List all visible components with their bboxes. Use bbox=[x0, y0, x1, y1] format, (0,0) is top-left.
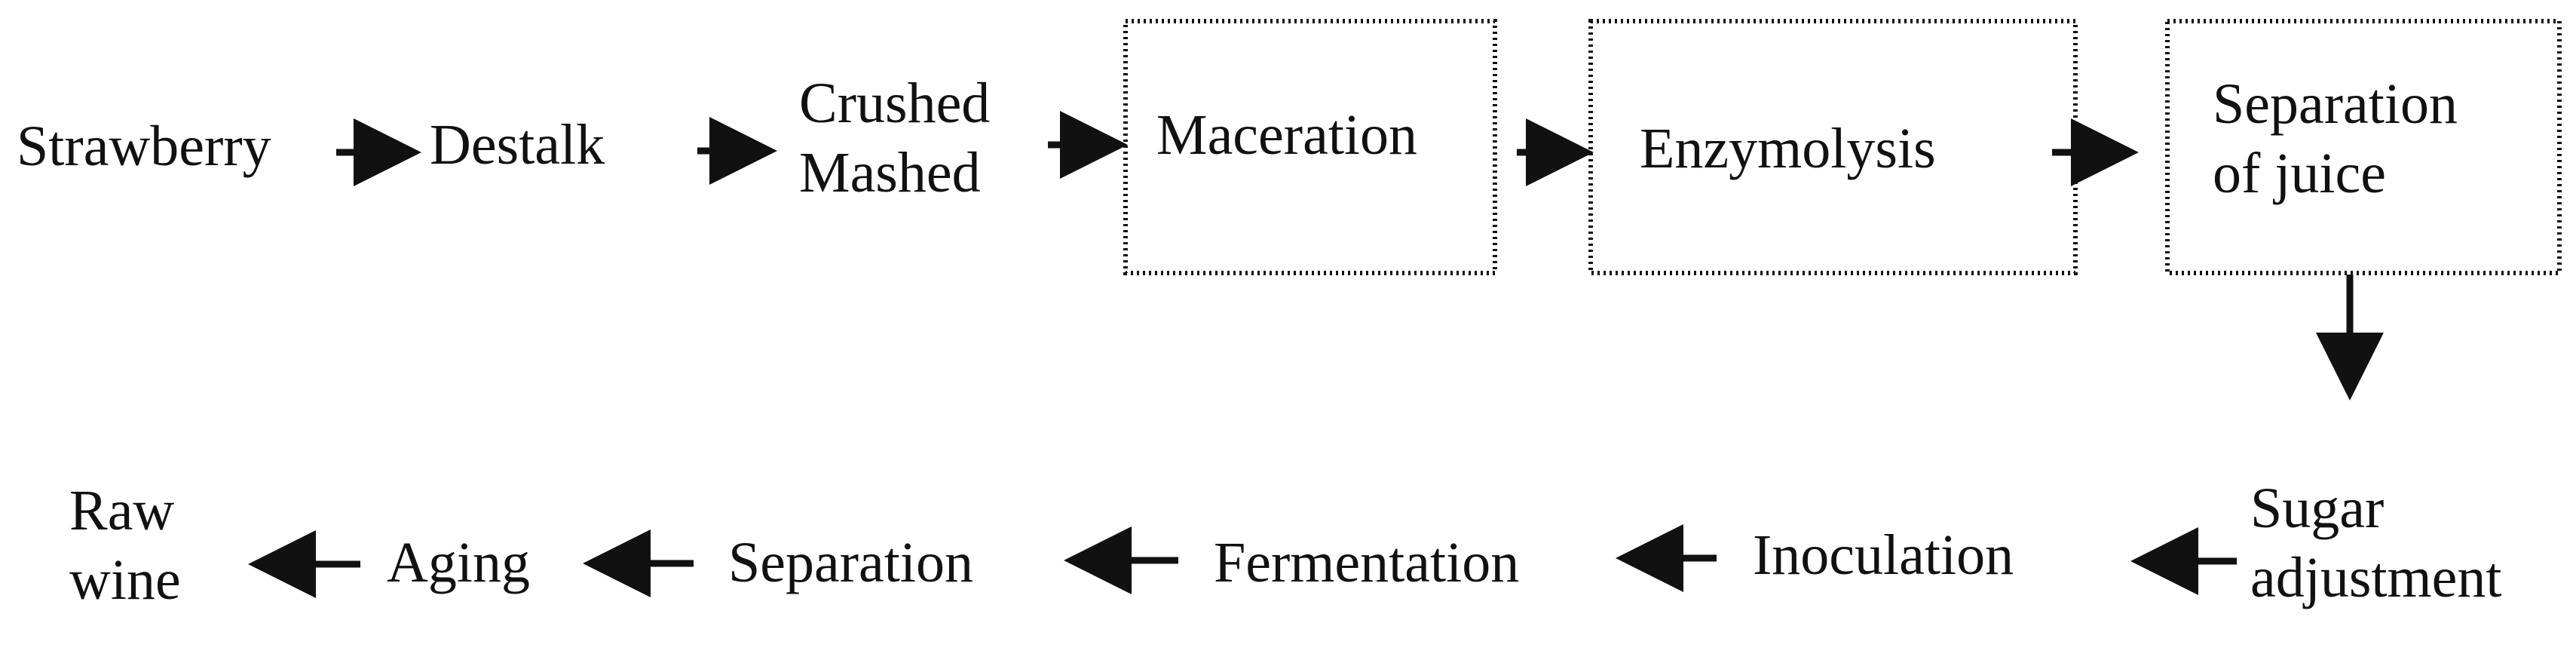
step-inoculation: Inoculation bbox=[1753, 520, 2014, 590]
step-raw-wine: Raw wine bbox=[69, 476, 181, 615]
step-enzymolysis-label: Enzymolysis bbox=[1640, 117, 1936, 180]
separation-of-juice-box bbox=[2165, 19, 2562, 275]
step-raw-label: Raw bbox=[69, 479, 175, 542]
step-crushed-label: Crushed bbox=[799, 72, 991, 135]
step-destalk: Destalk bbox=[430, 110, 605, 180]
step-separation-of-juice: Separation of juice bbox=[2213, 69, 2458, 208]
step-sugar-adjustment-line2: adjustment bbox=[2250, 546, 2502, 609]
step-aging-label: Aging bbox=[387, 531, 530, 594]
step-wine-label: wine bbox=[69, 548, 181, 612]
step-maceration-label: Maceration bbox=[1156, 103, 1418, 167]
step-destalk-label: Destalk bbox=[430, 113, 605, 176]
step-fermentation: Fermentation bbox=[1214, 528, 1519, 597]
step-sugar-adjustment: Sugar adjustment bbox=[2250, 474, 2502, 612]
step-strawberry-label: Strawberry bbox=[17, 115, 271, 178]
step-mashed-label: Mashed bbox=[799, 141, 981, 204]
step-separation-of-juice-line2: of juice bbox=[2213, 142, 2387, 205]
step-inoculation-label: Inoculation bbox=[1753, 523, 2014, 587]
step-strawberry: Strawberry bbox=[17, 112, 271, 181]
step-separation: Separation bbox=[728, 528, 973, 597]
step-sugar-adjustment-line1: Sugar bbox=[2250, 477, 2385, 540]
step-separation-of-juice-line1: Separation bbox=[2213, 72, 2458, 136]
step-enzymolysis: Enzymolysis bbox=[1640, 114, 1936, 183]
step-fermentation-label: Fermentation bbox=[1214, 531, 1520, 594]
step-maceration: Maceration bbox=[1156, 100, 1417, 170]
step-separation-label: Separation bbox=[728, 531, 974, 594]
step-aging: Aging bbox=[387, 528, 530, 597]
step-crushed-mashed: Crushed Mashed bbox=[799, 69, 990, 207]
